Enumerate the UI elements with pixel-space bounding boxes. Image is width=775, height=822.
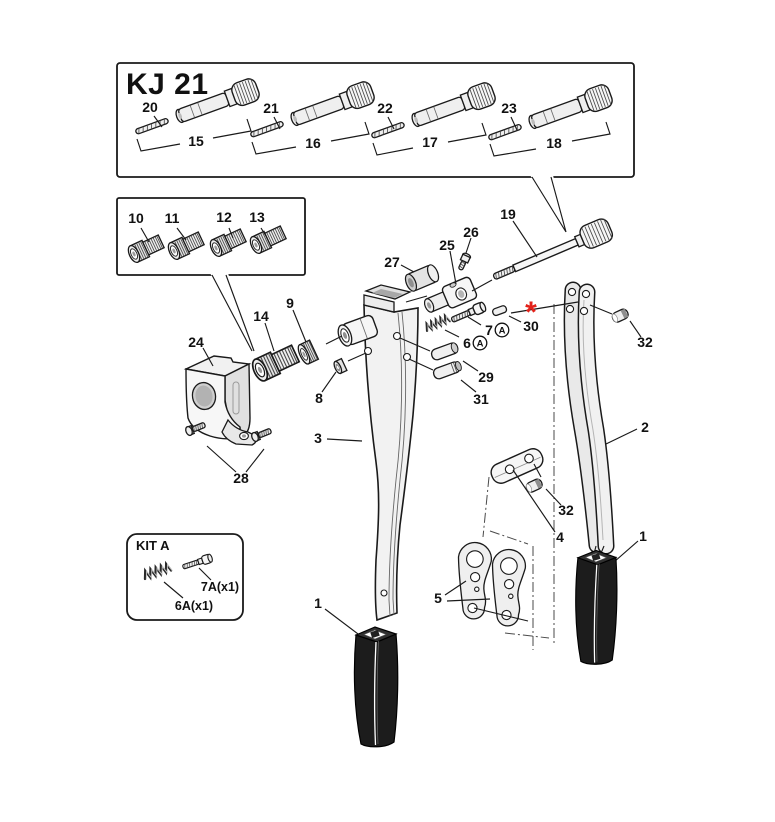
- callout-7: 7: [485, 322, 493, 338]
- bracket-16: [251, 121, 370, 155]
- part-5-link-plate-left: [453, 540, 494, 621]
- part-2-arm: [563, 281, 615, 559]
- callout-14: 14: [253, 308, 269, 324]
- callout-12: 12: [216, 209, 232, 225]
- callout-leader-lines: [140, 115, 642, 641]
- nosepiece-box: [116, 197, 306, 352]
- part-27-cylinder: [404, 264, 440, 292]
- kit-a-title: KIT A: [136, 538, 170, 553]
- callout-17: 17: [422, 134, 438, 150]
- callout-28: 28: [233, 470, 249, 486]
- variant-a-circle-7: [494, 322, 510, 338]
- bracket-15: [136, 118, 252, 152]
- callout-25: 25: [439, 237, 455, 253]
- callout-6: 6: [463, 335, 471, 351]
- callout-11: 11: [165, 210, 180, 226]
- callout-1-left: 1: [314, 595, 322, 611]
- part-1-grip-left: [353, 626, 399, 748]
- callout-3: 3: [314, 430, 322, 446]
- part-32-pin-top: [610, 307, 631, 325]
- callout-26: 26: [463, 224, 479, 240]
- callout-1-right: 1: [639, 528, 647, 544]
- part-4-link-block: [490, 448, 544, 484]
- callout-5: 5: [434, 590, 442, 606]
- part-31-pin: [432, 361, 462, 380]
- variant-a-circle-6: [472, 335, 488, 351]
- callout-31: 31: [473, 391, 489, 407]
- callout-23: 23: [501, 100, 517, 116]
- variant-a-7: A: [499, 326, 506, 337]
- kit-a-box: [126, 533, 244, 621]
- bracket-18: [489, 121, 611, 157]
- kit-spring-label: 6A(x1): [175, 599, 213, 613]
- part-24-head-block: [183, 355, 258, 446]
- part-9-ring-nut: [297, 339, 320, 365]
- callout-8: 8: [315, 390, 323, 406]
- callout-13: 13: [249, 209, 265, 225]
- callout-19: 19: [500, 206, 516, 222]
- callout-4: 4: [556, 529, 564, 545]
- callout-29: 29: [478, 369, 494, 385]
- kit-screw-label: 7A(x1): [201, 580, 239, 594]
- callout-32-mid: 32: [558, 502, 574, 518]
- callout-21: 21: [263, 100, 279, 116]
- callout-30: 30: [523, 318, 539, 334]
- variant-a-6: A: [477, 339, 484, 350]
- part-1-grip-right: [573, 549, 619, 666]
- part-19-pull-rod: [492, 218, 614, 280]
- callout-10: 10: [128, 210, 144, 226]
- part-30-pin: [491, 305, 508, 317]
- model-title: KJ 21: [126, 68, 209, 101]
- callout-27: 27: [384, 254, 400, 270]
- part-5-link-plate-right: [487, 547, 528, 628]
- callout-32-top: 32: [637, 334, 653, 350]
- callout-9: 9: [286, 295, 294, 311]
- callout-15: 15: [188, 133, 204, 149]
- part-8-nut: [333, 357, 348, 375]
- part-25-coupler: [423, 276, 478, 313]
- callout-16: 16: [305, 135, 321, 151]
- body-barrel: [337, 314, 379, 347]
- callout-24: 24: [188, 334, 204, 350]
- callout-22: 22: [377, 100, 393, 116]
- callout-2: 2: [641, 419, 649, 435]
- callout-18: 18: [546, 135, 562, 151]
- part-26-screw: [458, 252, 472, 271]
- callout-labels: KJ 21 20 21 22 23 15 16 17 18 10 11 12 1…: [126, 68, 653, 613]
- bracket-17: [372, 122, 487, 156]
- part-28-screw-right: [249, 425, 274, 444]
- modified-part-star: *: [525, 296, 537, 329]
- part-29-pin: [430, 342, 459, 361]
- callout-20: 20: [142, 99, 158, 115]
- part-6a-spring: [423, 313, 453, 333]
- part-3-body: [337, 284, 419, 622]
- part-14-nosepiece: [248, 342, 302, 384]
